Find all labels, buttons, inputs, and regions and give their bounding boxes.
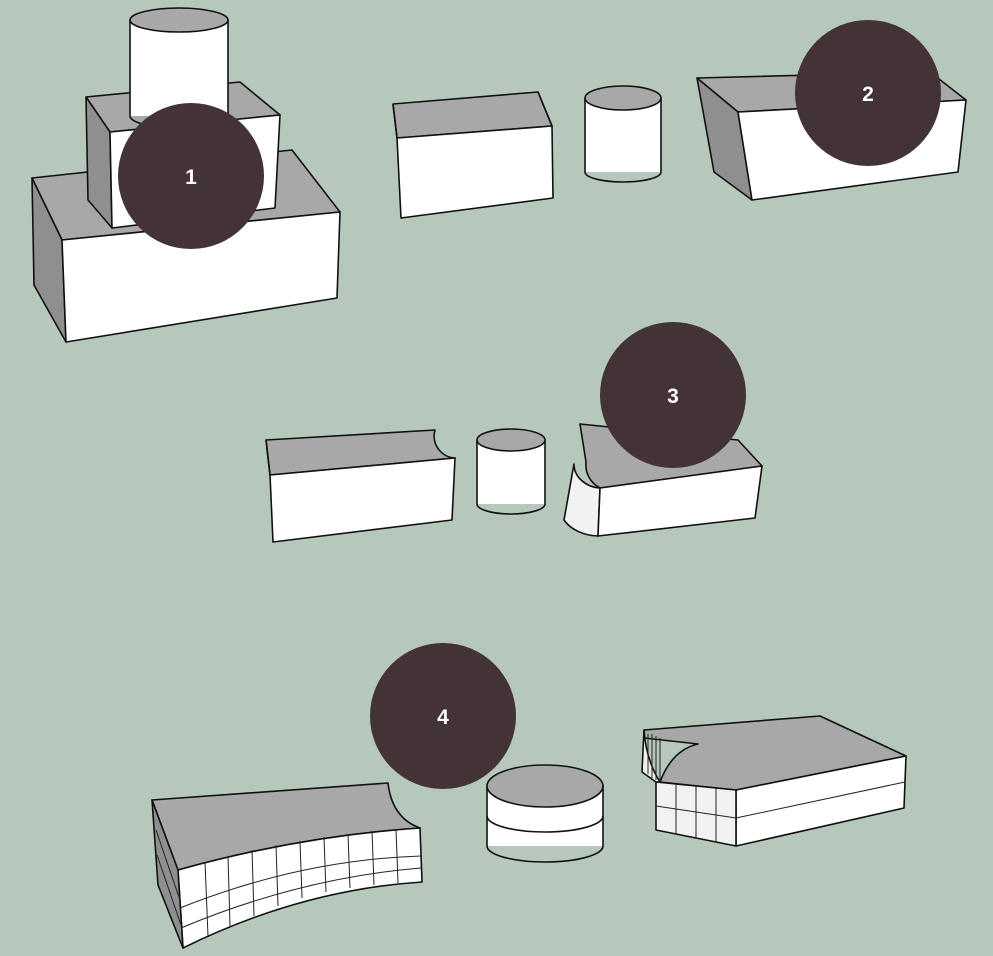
step-badge-3-circle [600, 322, 746, 468]
step-badge-2: 2 [795, 20, 941, 166]
left-notched-box [265, 429, 456, 543]
step-badge-3-number: 3 [667, 385, 679, 408]
step-badge-1: 1 [118, 103, 264, 249]
notched-slab [641, 715, 907, 847]
step-badge-1-circle [118, 103, 264, 249]
step-badge-1-number: 1 [185, 166, 197, 189]
top-cylinder [129, 7, 229, 129]
middle-cylinder [476, 428, 546, 515]
step-4-model [151, 715, 907, 949]
step-badge-2-circle [795, 20, 941, 166]
step-badge-3: 3 [600, 322, 746, 468]
step-badge-4-number: 4 [437, 706, 449, 729]
step-badge-2-number: 2 [862, 83, 874, 106]
left-box [392, 91, 554, 219]
small-cylinder [584, 85, 662, 183]
step-badge-4: 4 [370, 643, 516, 789]
layered-cylinder [486, 764, 604, 863]
step-badge-4-circle [370, 643, 516, 789]
curved-wedge [151, 782, 423, 949]
